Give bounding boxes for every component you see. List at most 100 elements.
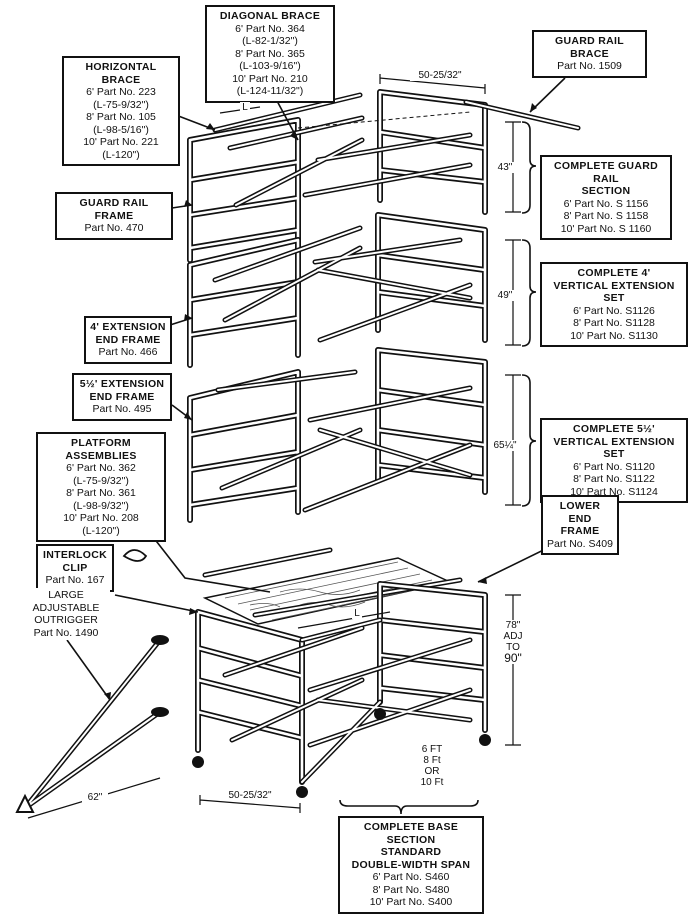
dim-top-width: 50-25/32" — [410, 70, 470, 81]
large-outrigger-title: ADJUSTABLE — [32, 601, 100, 614]
guard-rail-frame-left — [187, 117, 301, 263]
guard-rail-frame-right — [377, 89, 488, 215]
label-ext4-end-frame: 4' EXTENSION END FRAME Part No. 466 — [84, 316, 172, 364]
dim-ext4-height: 49" — [494, 290, 516, 301]
ext5-braces — [215, 369, 473, 513]
platform-assemblies-row: (L-98-9/32") — [73, 499, 129, 512]
base-braces — [222, 617, 473, 785]
dim-base-height: 78" ADJ TO 90" — [496, 620, 530, 664]
complete-base-title: COMPLETE BASE SECTION — [363, 821, 459, 846]
platform-assemblies-row: 10' Part No. 208 — [63, 512, 139, 524]
platform-assemblies-title: PLATFORM ASSEMBLIES — [65, 437, 137, 462]
complete-5half-ext-title: COMPLETE 5½' — [573, 423, 655, 435]
complete-5half-ext-row: 8' Part No. S1122 — [573, 473, 655, 485]
horizontal-brace-row: 8' Part No. 105 — [86, 111, 156, 123]
caster-wheels — [192, 708, 491, 798]
label-large-outrigger: LARGE ADJUSTABLE OUTRIGGER Part No. 1490 — [22, 588, 110, 640]
horizontal-brace-row: (L-75-9/32") — [93, 98, 149, 111]
label-horizontal-brace: HORIZONTAL BRACE 6' Part No. 223 (L-75-9… — [62, 56, 180, 166]
label-guard-rail-frame: GUARD RAIL FRAME Part No. 470 — [55, 192, 173, 240]
diagonal-brace-row: (L-82-1/32") — [242, 35, 298, 47]
ext4-frame-left — [187, 237, 301, 368]
label-lower-end-frame: LOWER END FRAME Part No. S409 — [541, 495, 619, 555]
dim-length-option: 6 FT — [421, 744, 443, 755]
large-outrigger-title: LARGE — [48, 589, 84, 601]
dim-length-mark: L — [240, 102, 250, 113]
platform-assemblies-row: (L-120") — [82, 524, 120, 537]
label-complete-guard-rail: COMPLETE GUARD RAIL SECTION 6' Part No. … — [540, 155, 672, 240]
horizontal-brace-row: 10' Part No. 221 — [83, 136, 159, 148]
large-outrigger-part: Part No. 1490 — [33, 626, 99, 639]
interlock-clip-part: Part No. 167 — [45, 574, 105, 586]
dim-guard-height: 43" — [494, 162, 516, 173]
dim-length-option: 10 Ft — [420, 777, 444, 788]
platform-assemblies-row: 8' Part No. 361 — [66, 487, 136, 499]
horizontal-brace-title: HORIZONTAL BRACE — [85, 61, 157, 86]
dim-ext5-height: 65¼" — [492, 440, 518, 451]
complete-base-row: 6' Part No. S460 — [372, 871, 450, 883]
base-frame-left — [195, 609, 305, 785]
ext4-end-frame-title: END FRAME — [95, 333, 161, 346]
ext5-end-frame-title: END FRAME — [89, 390, 155, 403]
guard-rail-braces — [212, 92, 581, 208]
complete-base-row: 10' Part No. S400 — [369, 896, 453, 908]
ext5-frame-right — [375, 347, 488, 495]
label-platform-assemblies: PLATFORM ASSEMBLIES 6' Part No. 362 (L-7… — [36, 432, 166, 542]
ext5-frame-left — [187, 369, 301, 523]
dim-length-option: 8 Ft — [423, 755, 441, 766]
platform-assemblies-row: (L-75-9/32") — [73, 474, 129, 487]
complete-guard-rail-row: 10' Part No. S 1160 — [560, 222, 652, 235]
dim-outrigger-span: 62" — [82, 792, 108, 803]
label-guard-rail-brace: GUARD RAIL BRACE Part No. 1509 — [532, 30, 647, 78]
guard-rail-brace-title: GUARD RAIL BRACE — [555, 35, 624, 60]
diagonal-brace-row: 8' Part No. 365 — [235, 47, 305, 60]
horizontal-brace-row: (L-120") — [102, 148, 140, 161]
diagonal-brace-row: (L-103-9/16") — [239, 60, 301, 72]
leader-lines — [66, 72, 569, 701]
lower-end-frame-title: END — [568, 512, 592, 525]
label-diagonal-brace: DIAGONAL BRACE 6' Part No. 364 (L-82-1/3… — [205, 5, 335, 103]
label-ext5-end-frame: 5½' EXTENSION END FRAME Part No. 495 — [72, 373, 172, 421]
guard-rail-brace-part: Part No. 1509 — [557, 60, 622, 72]
interlock-clip-title: INTERLOCK — [43, 549, 107, 561]
dim-base-height-line: 90" — [504, 651, 522, 665]
horizontal-brace-row: (L-98-5/16") — [93, 123, 149, 136]
complete-guard-rail-row: 6' Part No. S 1156 — [563, 197, 649, 210]
dim-length-mark: L — [352, 608, 362, 619]
dim-base-height-line: 78" — [505, 620, 521, 631]
label-interlock-clip: INTERLOCK CLIP Part No. 167 — [36, 544, 114, 592]
group-brackets — [339, 121, 537, 815]
diagonal-brace-row: 10' Part No. 210 — [232, 72, 308, 85]
complete-5half-ext-row: 6' Part No. S1120 — [573, 460, 655, 473]
complete-guard-rail-row: 8' Part No. S 1158 — [563, 210, 649, 222]
diagonal-brace-row: 6' Part No. 364 — [235, 22, 305, 35]
complete-4ft-ext-title: COMPLETE 4' — [577, 267, 651, 279]
ext5-end-frame-part: Part No. 495 — [92, 403, 152, 415]
complete-5half-ext-row: 10' Part No. S1124 — [570, 485, 658, 498]
complete-guard-rail-title: SECTION — [581, 185, 631, 197]
ext4-end-frame-title: 4' EXTENSION — [90, 321, 166, 333]
label-complete-4ft-ext: COMPLETE 4' VERTICAL EXTENSION SET 6' Pa… — [540, 262, 688, 347]
outrigger-drawing — [15, 635, 169, 813]
horizontal-brace-row: 6' Part No. 223 — [86, 86, 156, 98]
complete-4ft-ext-row: 6' Part No. S1126 — [573, 304, 655, 317]
platform-assemblies-row: 6' Part No. 362 — [66, 462, 136, 474]
large-outrigger-title: OUTRIGGER — [34, 614, 98, 626]
ext4-frame-right — [375, 212, 488, 343]
complete-base-title: DOUBLE-WIDTH SPAN — [351, 858, 471, 871]
label-complete-base: COMPLETE BASE SECTION STANDARD DOUBLE-WI… — [338, 816, 484, 914]
dim-length-option: OR — [424, 766, 440, 777]
interlock-clip-drawing — [122, 549, 148, 562]
guard-rail-frame-part: Part No. 470 — [84, 222, 144, 234]
dim-length-options: 6 FT 8 Ft OR 10 Ft — [412, 744, 452, 788]
dim-base-width: 50-25/32" — [220, 790, 280, 801]
diagonal-brace-title: DIAGONAL BRACE — [219, 10, 321, 22]
complete-5half-ext-title: VERTICAL EXTENSION SET — [553, 435, 675, 461]
complete-base-title: STANDARD — [380, 846, 442, 858]
label-complete-5half-ext: COMPLETE 5½' VERTICAL EXTENSION SET 6' P… — [540, 418, 688, 503]
diagonal-brace-row: (L-124-11/32") — [236, 85, 304, 97]
ext4-end-frame-part: Part No. 466 — [98, 346, 158, 358]
complete-4ft-ext-row: 10' Part No. S1130 — [570, 329, 658, 342]
complete-guard-rail-title: COMPLETE GUARD RAIL — [554, 160, 658, 185]
